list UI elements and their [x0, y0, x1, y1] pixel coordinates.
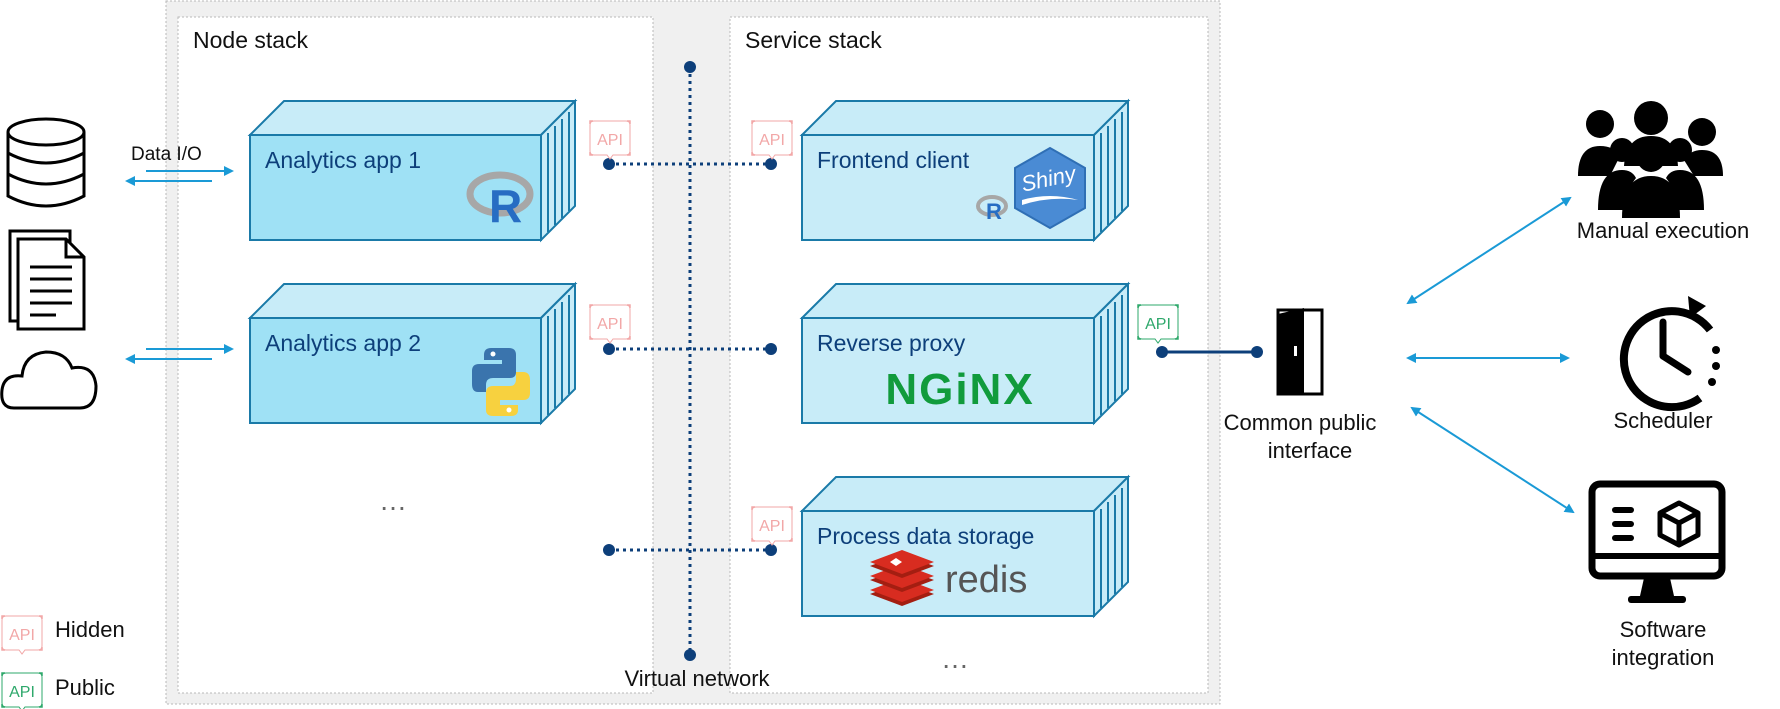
public-interface-label: Common public [1224, 410, 1377, 435]
service-more-ellipsis: … [941, 643, 969, 674]
virtual-network [603, 61, 777, 661]
redis-logo-icon: redis [870, 550, 1027, 606]
api-hidden-icon: API [751, 120, 793, 160]
virtual-network-label: Virtual network [624, 666, 770, 691]
data-io-arrows [125, 166, 234, 364]
container-label: Reverse proxy [817, 330, 966, 356]
svg-text:API: API [759, 132, 785, 149]
container-label: Frontend client [817, 147, 970, 173]
svg-text:redis: redis [945, 559, 1027, 601]
node-stack-title: Node stack [193, 27, 309, 53]
api-hidden-icon: API [589, 120, 631, 160]
api-hidden-icon: API [751, 506, 793, 546]
monitor-box-icon [1588, 480, 1726, 603]
service-stack-title: Service stack [745, 27, 882, 53]
container-analytics-app-2: Analytics app 2 [247, 281, 578, 426]
svg-text:R: R [489, 180, 522, 232]
container-frontend-client: Frontend client Shiny R [799, 98, 1131, 243]
document-icon [8, 229, 86, 331]
svg-text:API: API [9, 684, 35, 701]
container-label: Process data storage [817, 523, 1034, 549]
legend-hidden-icon: API [1, 615, 43, 655]
container-process-data-storage: Process data storage redis [799, 474, 1131, 619]
container-label: Analytics app 1 [265, 147, 421, 173]
node-more-ellipsis: … [379, 485, 407, 516]
shiny-logo-icon: Shiny R [976, 146, 1086, 230]
consumer-arrows [1406, 196, 1575, 514]
svg-text:API: API [759, 518, 785, 535]
container-reverse-proxy: Reverse proxy NGiNX [799, 281, 1131, 426]
svg-text:API: API [597, 316, 623, 333]
svg-text:API: API [9, 627, 35, 644]
legend-hidden-label: Hidden [55, 617, 125, 642]
database-icon [6, 117, 86, 208]
data-io-label: Data I/O [131, 144, 202, 165]
svg-text:R: R [986, 199, 1002, 224]
users-group-icon [1578, 101, 1723, 218]
legend-public-label: Public [55, 675, 115, 700]
public-interface-label-2: interface [1268, 438, 1352, 463]
svg-text:API: API [1145, 316, 1171, 333]
svg-text:API: API [597, 132, 623, 149]
container-analytics-app-1: Analytics app 1 R [247, 98, 578, 243]
consumer-label: Software [1620, 617, 1707, 642]
r-logo-icon: R [466, 171, 534, 232]
python-logo-icon [472, 348, 530, 416]
cloud-icon [0, 350, 98, 410]
consumer-label: Scheduler [1613, 408, 1712, 433]
api-public-icon: API [1137, 304, 1179, 344]
nginx-logo-icon: NGiNX [885, 365, 1034, 414]
consumer-label: Manual execution [1577, 218, 1749, 243]
door-icon [1276, 308, 1324, 396]
legend-public-icon: API [1, 672, 43, 709]
clock-schedule-icon [1619, 296, 1720, 412]
consumer-label-2: integration [1612, 645, 1715, 670]
container-label: Analytics app 2 [265, 330, 421, 356]
api-hidden-icon: API [589, 304, 631, 344]
